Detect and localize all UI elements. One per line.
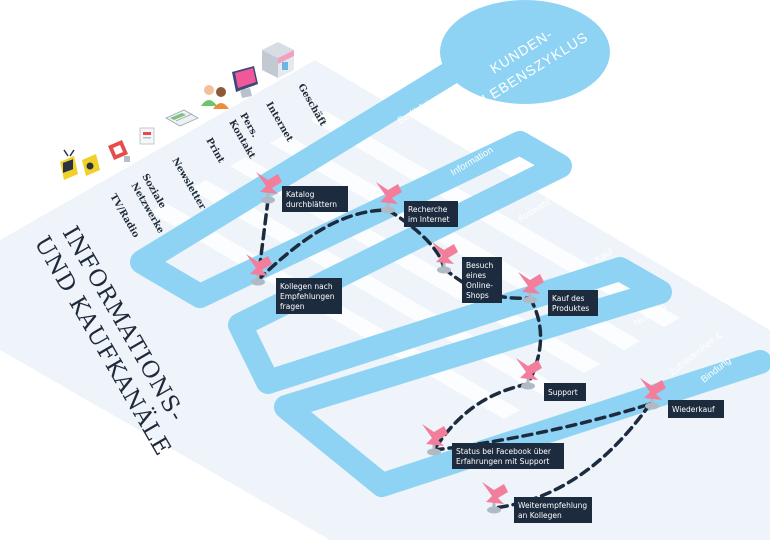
svg-text:fragen: fragen — [280, 302, 305, 311]
arrow-marker — [246, 254, 272, 286]
arrow-marker — [518, 272, 544, 304]
svg-text:Weiterempfehlung: Weiterempfehlung — [518, 501, 587, 510]
svg-text:Besuch: Besuch — [466, 261, 494, 270]
svg-text:Erfahrungen mit Support: Erfahrungen mit Support — [456, 457, 549, 466]
touchpoint-recherche: Recherche im Internet — [404, 201, 458, 227]
tv-radio-icon — [60, 149, 100, 180]
arrow-marker — [256, 172, 282, 204]
svg-text:Kollegen nach: Kollegen nach — [280, 282, 333, 291]
svg-text:an Kollegen: an Kollegen — [518, 511, 562, 520]
arrow-marker — [422, 424, 448, 456]
lifecycle-path — [130, 60, 770, 497]
arrow-marker — [432, 242, 458, 274]
svg-text:Produktes: Produktes — [552, 304, 589, 313]
social-icon — [108, 140, 130, 162]
lifecycle-bubble — [440, 0, 610, 104]
svg-text:Wiederkauf: Wiederkauf — [672, 405, 715, 414]
touchpoint-markers — [246, 172, 666, 514]
svg-text:Katalog: Katalog — [286, 190, 315, 199]
svg-text:im Internet: im Internet — [408, 215, 450, 224]
touchpoint-wiederkauf: Wiederkauf — [668, 400, 724, 418]
svg-text:Online-: Online- — [466, 281, 493, 290]
svg-text:Support: Support — [548, 388, 578, 397]
touchpoint-facebook: Status bei Facebook über Erfahrungen mit… — [452, 443, 564, 469]
touchpoint-weiterempfehlung: Weiterempfehlung an Kollegen — [514, 497, 592, 523]
touchpoint-support: Support — [544, 383, 586, 401]
svg-text:Shops: Shops — [466, 291, 489, 300]
people-icon — [201, 85, 229, 109]
svg-text:Kauf des: Kauf des — [552, 294, 585, 303]
arrow-marker — [376, 182, 402, 214]
touchpoint-kauf: Kauf des Produktes — [548, 290, 598, 316]
svg-text:Empfehlungen: Empfehlungen — [280, 292, 335, 301]
touchpoint-kollegen: Kollegen nach Empfehlungen fragen — [276, 278, 342, 314]
svg-text:Status bei Facebook über: Status bei Facebook über — [456, 447, 552, 456]
newspaper-icon — [165, 109, 199, 127]
arrow-marker — [516, 358, 542, 390]
svg-text:eines: eines — [466, 271, 486, 280]
touchpoint-katalog: Katalog durchblättern — [282, 186, 348, 212]
svg-text:durchblättern: durchblättern — [286, 200, 337, 209]
touchpoint-onlineshop: Besuch eines Online- Shops — [462, 257, 502, 303]
newsletter-icon — [139, 127, 155, 145]
monitor-icon — [232, 66, 258, 98]
arrow-marker — [482, 482, 508, 514]
svg-text:Recherche: Recherche — [408, 205, 448, 214]
shop-icon — [262, 42, 294, 78]
arrow-marker — [640, 378, 666, 410]
